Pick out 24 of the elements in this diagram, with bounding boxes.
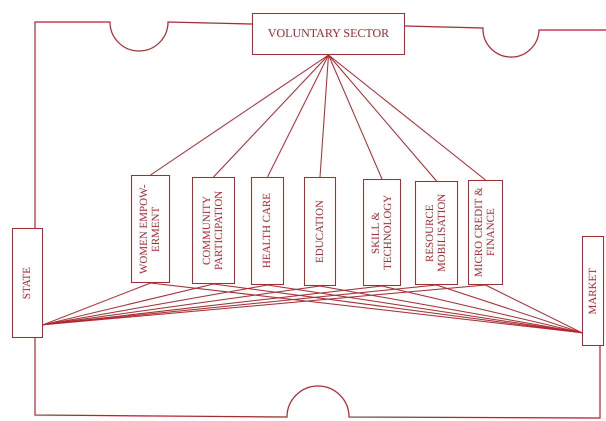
connector-line — [328, 54, 382, 180]
connector-line — [382, 286, 582, 334]
category-box: STATE — [12, 228, 43, 338]
category-box: RESOURCE MOBILISATION — [415, 181, 458, 285]
connector-line — [320, 286, 582, 334]
category-box: MARKET — [582, 236, 604, 346]
connector-line — [267, 54, 329, 178]
connector-line — [42, 282, 151, 326]
connector-line — [150, 54, 329, 176]
connector-line — [42, 284, 214, 326]
connector-line — [436, 284, 582, 334]
connector-line — [328, 54, 486, 180]
category-box: HEALTH CARE — [251, 177, 284, 285]
connector-line — [320, 54, 329, 178]
connector-line — [213, 54, 329, 178]
connector-line — [328, 54, 437, 182]
category-box: COMMUNITY PARTICIPATION — [192, 177, 235, 284]
category-box: WOMEN EMPOW- ERMENT — [131, 175, 170, 283]
sector-box: VOLUNTARY SECTOR — [252, 13, 405, 55]
connector-line — [42, 284, 268, 326]
category-box: EDUCATION — [304, 177, 336, 286]
connector-line — [485, 284, 582, 334]
category-box: SKILL & TECHNOLOGY — [363, 179, 401, 286]
category-box: MICRO CREDIT & FINANCE — [468, 180, 503, 285]
